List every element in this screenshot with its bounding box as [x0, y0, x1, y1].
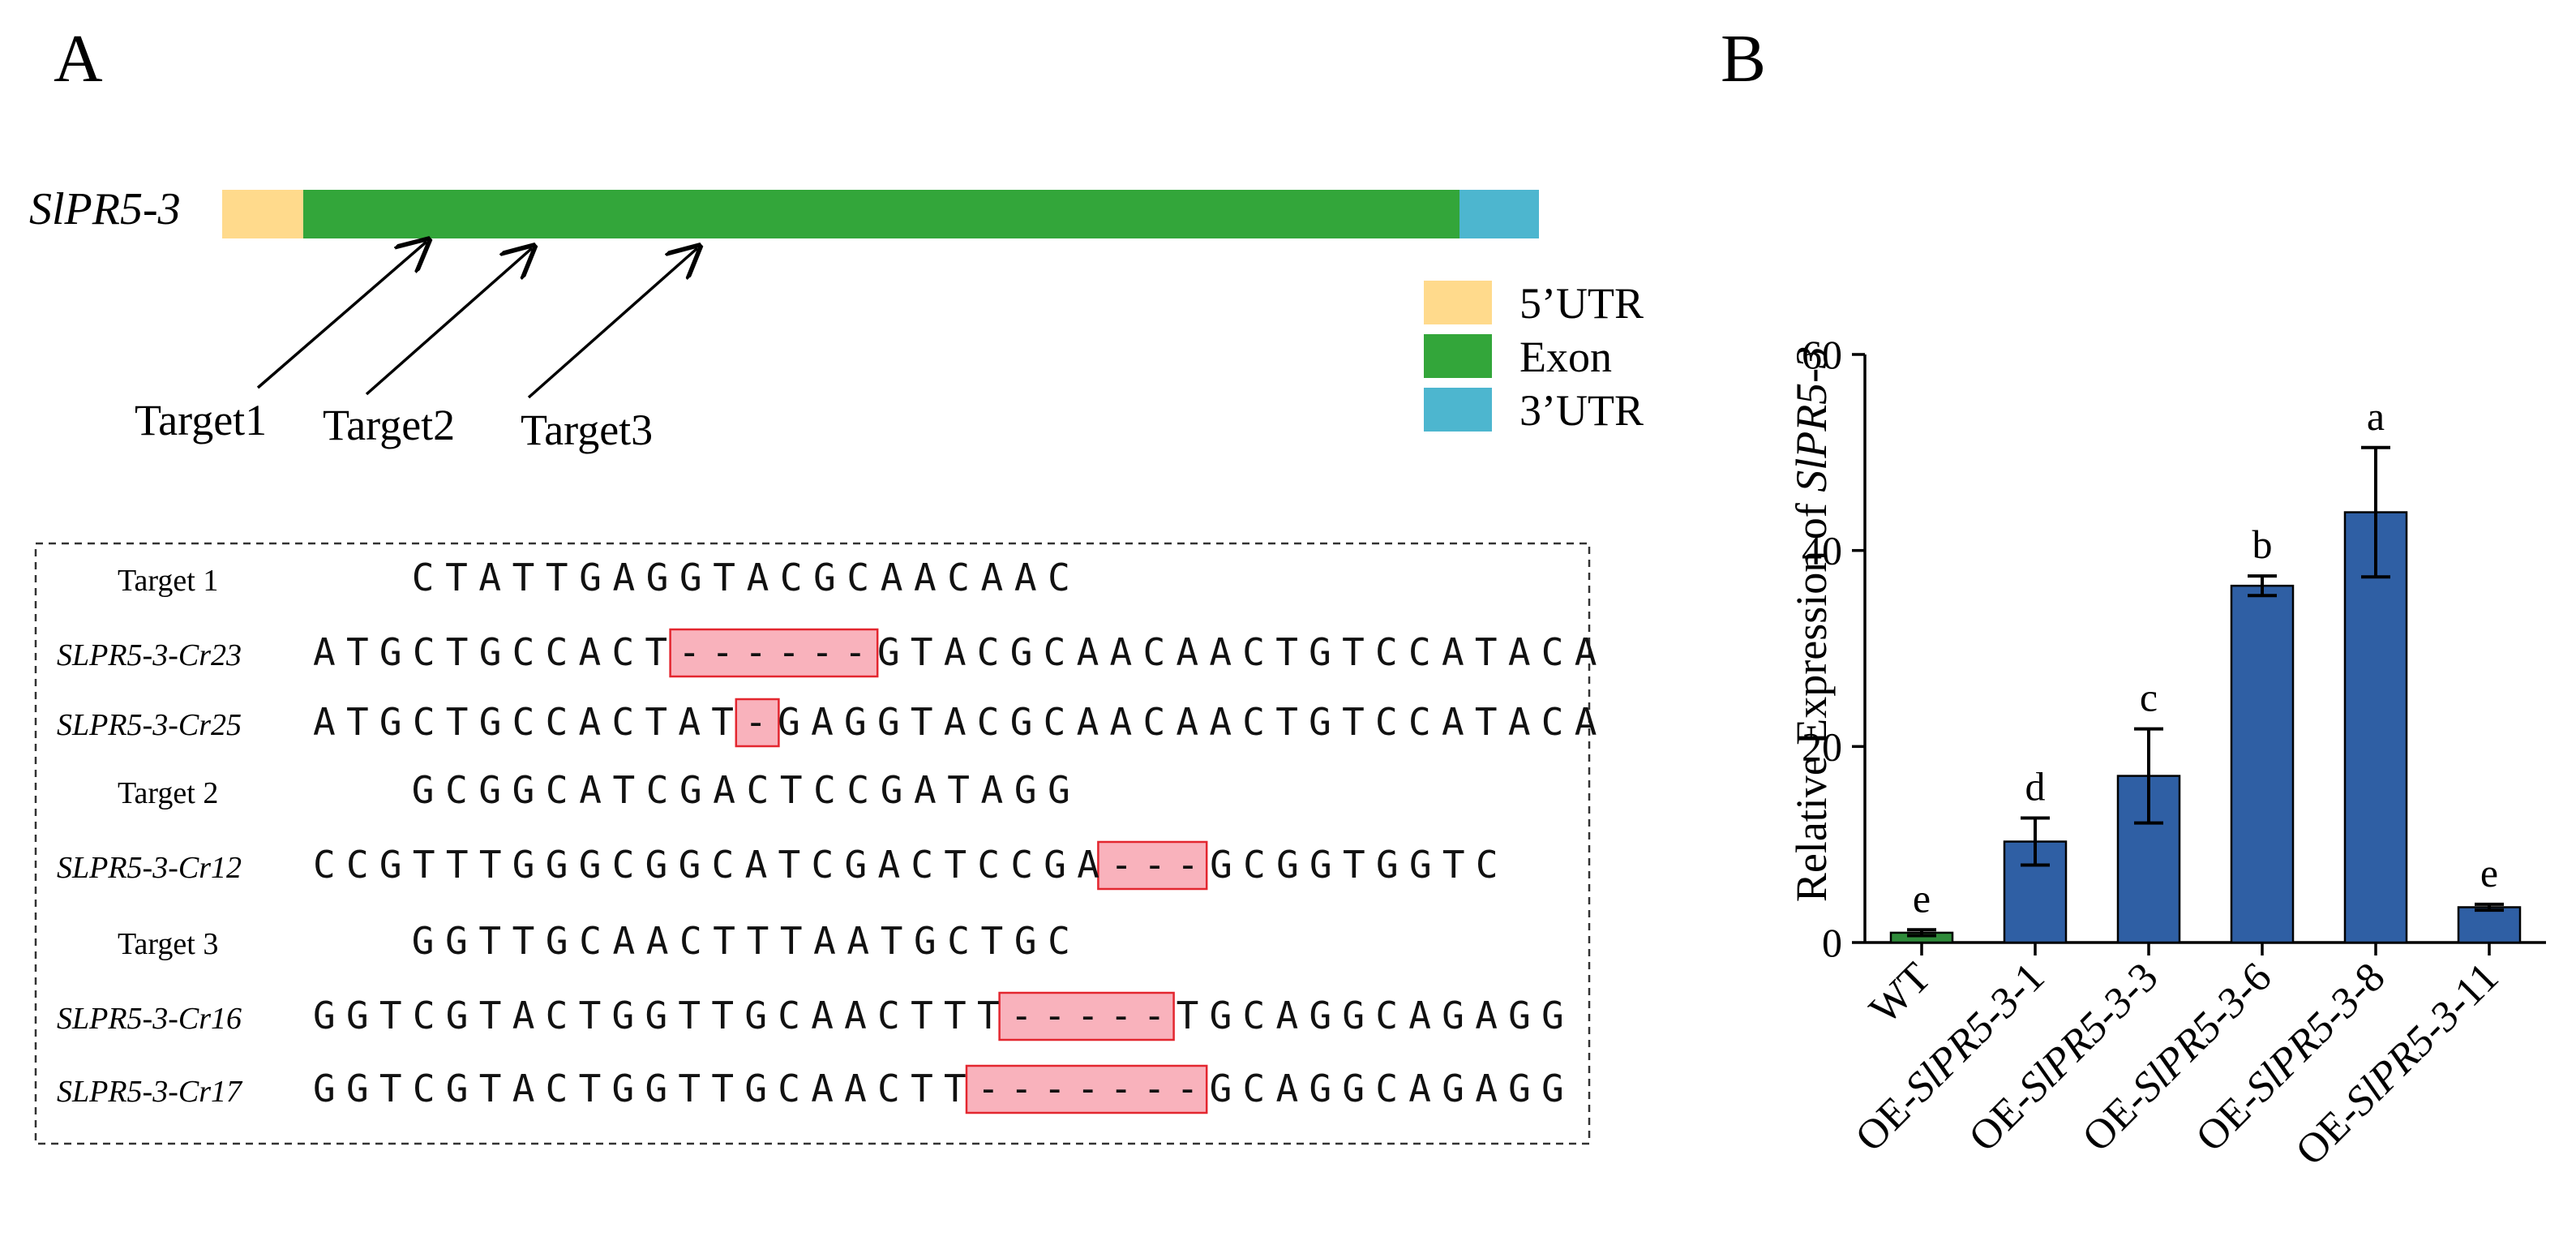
significance-letter: d: [2025, 764, 2046, 809]
x-tick-label: OE-SlPR5-3-11: [2287, 954, 2508, 1174]
y-tick-label: 60: [1802, 332, 1842, 377]
alignment-sequence: ATGCTGCCACTAT-GAGGTACGCAACAACTGTCCATACA: [313, 700, 1597, 744]
deletion-highlight: [998, 991, 1175, 1041]
y-axis-label-prefix: Relative Expression of: [1787, 492, 1836, 902]
alignment-rows: Target 1 CTATTGAGGTACGCAACAAC SLPR5-3-Cr23…: [57, 556, 1597, 1114]
deletion-highlight: [965, 1064, 1208, 1114]
alignment-row-label: SLPR5-3-Cr12: [57, 851, 242, 885]
alignment-sequence: GGTCGTACTGGTTGCAACTT-------GCAGGCAGAGG: [313, 1067, 1564, 1110]
target2-label: Target2: [323, 401, 455, 449]
deletion-highlight: [1097, 840, 1208, 891]
alignment-row-label: Target 1: [118, 564, 218, 598]
y-tick-label: 0: [1822, 920, 1842, 965]
alignment-row-label: SLPR5-3-Cr16: [57, 1002, 242, 1036]
alignment-sequence: ATGCTGCCACT------GTACGCAACAACTGTCCATACA: [313, 630, 1597, 674]
gene-exon-segment: [303, 190, 1459, 238]
panel-a-label: A: [54, 21, 103, 97]
bar: [2230, 584, 2295, 944]
legend-exon-label: Exon: [1519, 333, 1612, 381]
y-axis-label-gene: SlPR5-3: [1787, 346, 1836, 492]
alignment-sequence: CCGTTTGGGCGGCATCGACTCCGA---GCGGTGGTC: [313, 843, 1498, 887]
target2-arrow: [365, 248, 532, 396]
legend-5utr-swatch: [1424, 281, 1492, 324]
target1-label: Target1: [135, 396, 267, 444]
bar: [2343, 511, 2408, 944]
alignment-sequence: GGTTGCAACTTTAATGCTGC: [412, 919, 1070, 963]
legend-exon-swatch: [1424, 334, 1492, 378]
legend-3utr-label: 3’UTR: [1519, 386, 1644, 435]
bar: [2457, 906, 2522, 944]
legend-5utr-label: 5’UTR: [1519, 279, 1644, 328]
x-tick-label: WT: [1861, 954, 1940, 1033]
alignment-sequence: CTATTGAGGTACGCAACAAC: [412, 556, 1070, 599]
alignment-sequence: GCGGCATCGACTCCGATAGG: [412, 768, 1070, 812]
alignment-row-label: SLPR5-3-Cr23: [57, 638, 242, 672]
alignment-row-label: Target 3: [118, 927, 218, 961]
significance-letter: c: [2140, 675, 2158, 720]
alignment-row-label: Target 2: [118, 776, 218, 810]
significance-letter: b: [2252, 522, 2273, 567]
y-tick-label: 40: [1802, 528, 1842, 573]
alignment-row-label: SLPR5-3-Cr25: [57, 708, 242, 742]
deletion-highlight: [669, 628, 879, 678]
gene-5utr-segment: [222, 190, 303, 238]
legend-3utr-swatch: [1424, 388, 1492, 432]
target1-arrow: [256, 242, 426, 389]
significance-letter: a: [2367, 393, 2385, 439]
panel-b-label: B: [1721, 21, 1766, 97]
gene-3utr-segment: [1459, 190, 1539, 238]
target3-arrow: [527, 248, 697, 399]
target3-label: Target3: [521, 406, 653, 454]
y-axis-label: Relative Expression of SlPR5-3: [1787, 346, 1836, 902]
significance-letter: e: [1913, 875, 1931, 921]
alignment-row-label: SLPR5-3-Cr17: [57, 1075, 243, 1109]
y-tick-label: 20: [1802, 724, 1842, 769]
deletion-highlight: [735, 698, 780, 748]
gene-name-label: SlPR5-3: [29, 184, 181, 234]
alignment-sequence: GGTCGTACTGGTTGCAACTTT-----TGCAGGCAGAGG: [313, 994, 1564, 1037]
significance-letter: e: [2480, 850, 2498, 895]
